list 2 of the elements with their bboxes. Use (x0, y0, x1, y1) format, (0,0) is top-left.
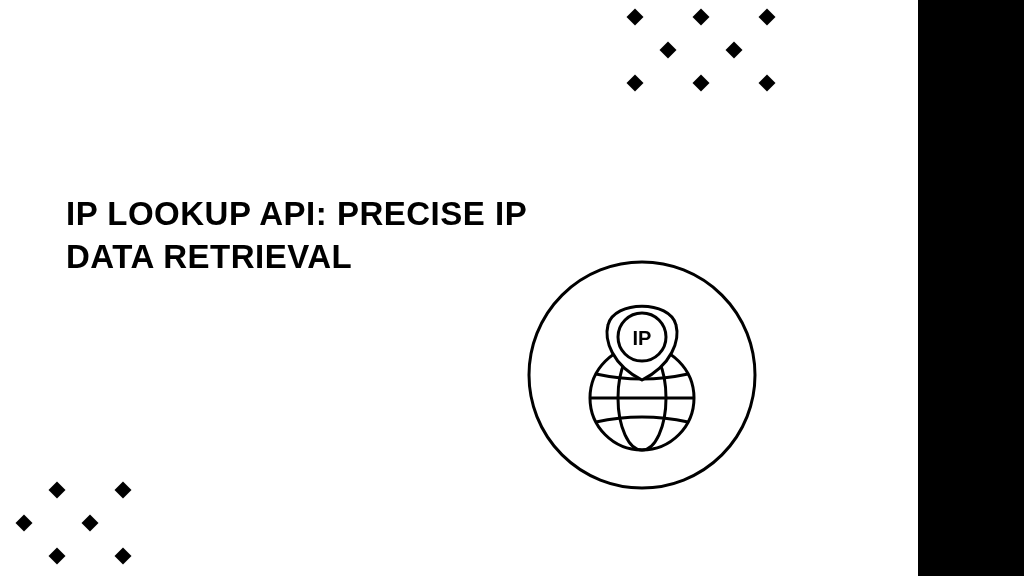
title: IP LOOKUP API: PRECISE IP DATA RETRIEVAL (66, 194, 528, 277)
pin-label: IP (632, 327, 652, 349)
